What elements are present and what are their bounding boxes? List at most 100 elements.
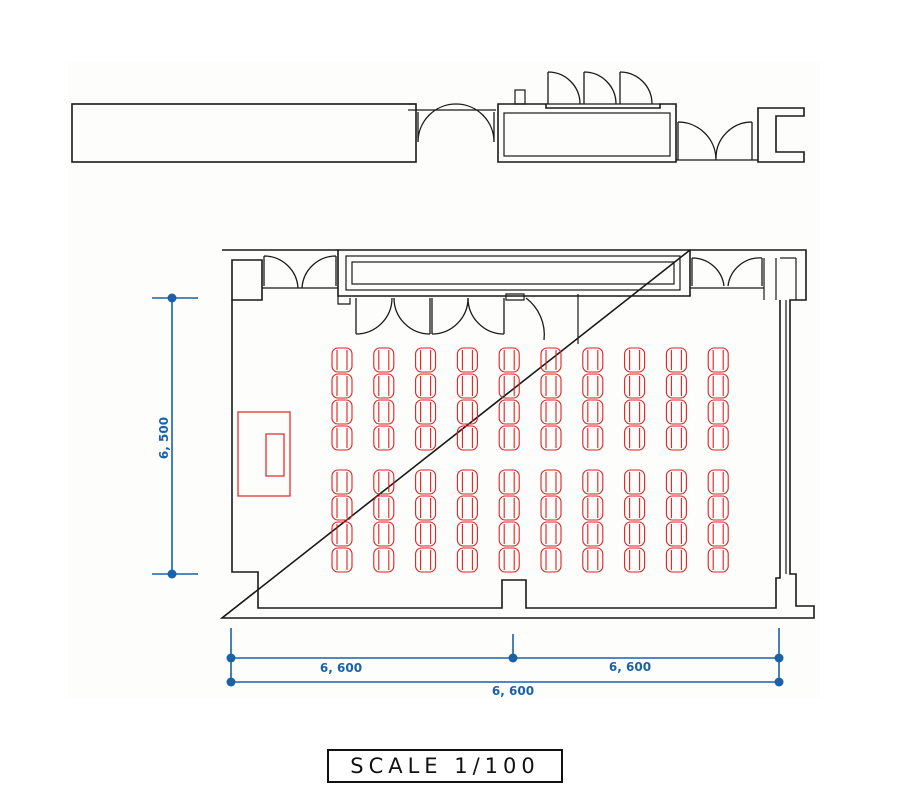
seat (665, 469, 687, 495)
seat (624, 425, 646, 451)
seat (456, 547, 478, 573)
seat (456, 373, 478, 399)
seat (707, 425, 729, 451)
door-entry-left-b (301, 255, 337, 289)
right-span-label: 6, 600 (609, 660, 651, 674)
seat (456, 495, 478, 521)
seating-area (331, 347, 729, 573)
corridor-room-long (71, 103, 417, 163)
seat (373, 469, 395, 495)
seat (415, 547, 437, 573)
seat (415, 425, 437, 451)
seat (415, 399, 437, 425)
seat (582, 425, 604, 451)
seat (456, 347, 478, 373)
seat (582, 469, 604, 495)
seat (665, 347, 687, 373)
seat (582, 347, 604, 373)
seat (498, 347, 520, 373)
scale-label: SCALE 1/100 (350, 754, 540, 778)
seat (331, 495, 353, 521)
door-storage-5 (525, 297, 545, 341)
door-right-1 (677, 121, 717, 161)
seat (456, 399, 478, 425)
vertical-dimension-label: 6, 500 (157, 417, 171, 459)
seat (540, 495, 562, 521)
door-top-3 (619, 71, 653, 105)
seat (415, 469, 437, 495)
seat (456, 521, 478, 547)
door-entry-right-b (727, 257, 763, 287)
room-outer-wall (219, 249, 815, 619)
seat (331, 425, 353, 451)
seat (582, 495, 604, 521)
meeting-room (219, 249, 815, 619)
seat (707, 469, 729, 495)
seat (373, 425, 395, 451)
door-entry-left-a (263, 255, 299, 289)
seat (540, 547, 562, 573)
seat (624, 495, 646, 521)
seat (665, 495, 687, 521)
seat (498, 495, 520, 521)
left-span-label: 6, 600 (320, 661, 362, 675)
dimension-horizontal: 6, 600 6, 600 6, 600 (226, 628, 784, 698)
seat (540, 521, 562, 547)
door-storage-2 (393, 297, 431, 335)
seat (707, 547, 729, 573)
seat (707, 373, 729, 399)
door-top-2 (583, 71, 617, 105)
lectern-inner (265, 433, 285, 477)
seat (373, 495, 395, 521)
door-storage-3 (431, 297, 469, 335)
seat (331, 521, 353, 547)
door-storage-4 (467, 297, 505, 335)
scale-indicator: SCALE 1/100 (327, 749, 563, 783)
seat (331, 399, 353, 425)
door-swing-left (417, 103, 457, 143)
seat (331, 547, 353, 573)
seat (373, 373, 395, 399)
seat (456, 469, 478, 495)
seat (582, 521, 604, 547)
seat (373, 347, 395, 373)
seat (373, 521, 395, 547)
corridor-room-right (757, 107, 805, 163)
upper-corridor (71, 71, 805, 163)
storage-room (337, 249, 691, 297)
seat (498, 373, 520, 399)
floor-plan-background (68, 62, 820, 698)
seat (331, 373, 353, 399)
seat (373, 547, 395, 573)
seat (665, 425, 687, 451)
door-entry-right-a (691, 257, 725, 287)
seat (665, 521, 687, 547)
seat (624, 347, 646, 373)
seat (498, 547, 520, 573)
seat (415, 347, 437, 373)
room-inner-wall (231, 300, 781, 609)
seat (498, 425, 520, 451)
seat (665, 547, 687, 573)
seat (415, 495, 437, 521)
seat (582, 547, 604, 573)
seat (624, 547, 646, 573)
seat (582, 399, 604, 425)
overall-span-label: 6, 600 (492, 684, 534, 698)
door-right-2 (715, 121, 753, 160)
seat (415, 521, 437, 547)
seat (707, 495, 729, 521)
dimension-vertical: 6, 500 (152, 293, 198, 579)
seat (624, 469, 646, 495)
seat (707, 399, 729, 425)
seat (498, 521, 520, 547)
seat (707, 347, 729, 373)
seat (582, 373, 604, 399)
seat (415, 373, 437, 399)
seat (540, 399, 562, 425)
door-top-1 (547, 71, 581, 105)
lectern-table (237, 411, 291, 497)
seat (624, 399, 646, 425)
seat (624, 521, 646, 547)
seat (498, 399, 520, 425)
